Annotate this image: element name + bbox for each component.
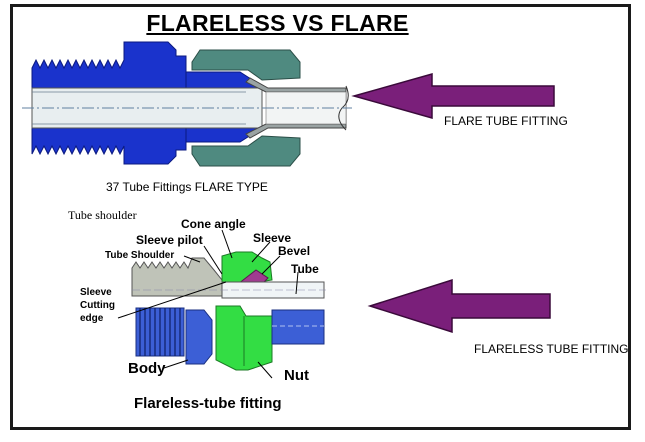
cone-angle-label: Cone angle <box>181 217 246 231</box>
sleeve-pilot-label: Sleeve pilot <box>136 233 203 247</box>
flareless-arrow-label: FLARELESS TUBE FITTING <box>474 342 629 356</box>
tube-shoulder-label: Tube Shoulder <box>105 250 175 261</box>
sleeve-cutting-edge-line-1: Sleeve <box>80 287 112 298</box>
page-title: FLARELESS VS FLARE <box>146 10 409 36</box>
flare-nut-lower <box>191 135 301 167</box>
sleeve-cutting-edge-line-3: edge <box>80 313 104 324</box>
flareless-fitting-drawing <box>131 251 326 371</box>
flareless-thread-lines <box>139 308 181 356</box>
bevel-label: Bevel <box>278 244 311 258</box>
tube-label: Tube <box>291 262 319 276</box>
flareless-tube-lower <box>271 309 325 345</box>
leader-body <box>163 359 189 369</box>
tube-shoulder-serif-label: Tube shoulder <box>68 208 137 222</box>
body-label: Body <box>128 360 166 377</box>
diagram-frame <box>10 4 631 430</box>
flareless-leader-lines <box>117 229 299 379</box>
leader-sleeve-cutting-edge <box>117 281 227 319</box>
leader-bevel <box>261 255 281 275</box>
leader-sleeve-pilot <box>203 245 223 275</box>
leader-sleeve <box>251 241 271 263</box>
leader-tube <box>295 271 299 295</box>
nut-label: Nut <box>284 367 309 384</box>
leader-nut <box>257 361 273 379</box>
leader-cone-angle <box>221 229 233 259</box>
flare-nut <box>191 49 301 81</box>
sleeve-label: Sleeve <box>253 231 292 245</box>
flare-arrow-label: FLARE TUBE FITTING <box>444 114 568 128</box>
flareless-body-hex <box>185 309 213 365</box>
leader-tube-shoulder <box>183 255 201 263</box>
flareless-caption: Flareless-tube fitting <box>134 395 282 412</box>
flareless-body-upper <box>131 257 223 297</box>
flare-fitting-drawing <box>22 41 352 167</box>
flareless-arrow <box>367 278 551 334</box>
flare-caption: 37 Tube Fittings FLARE TYPE <box>106 180 268 194</box>
flare-arrow <box>351 73 555 119</box>
sleeve-cutting-edge-line-2: Cutting <box>80 300 115 311</box>
